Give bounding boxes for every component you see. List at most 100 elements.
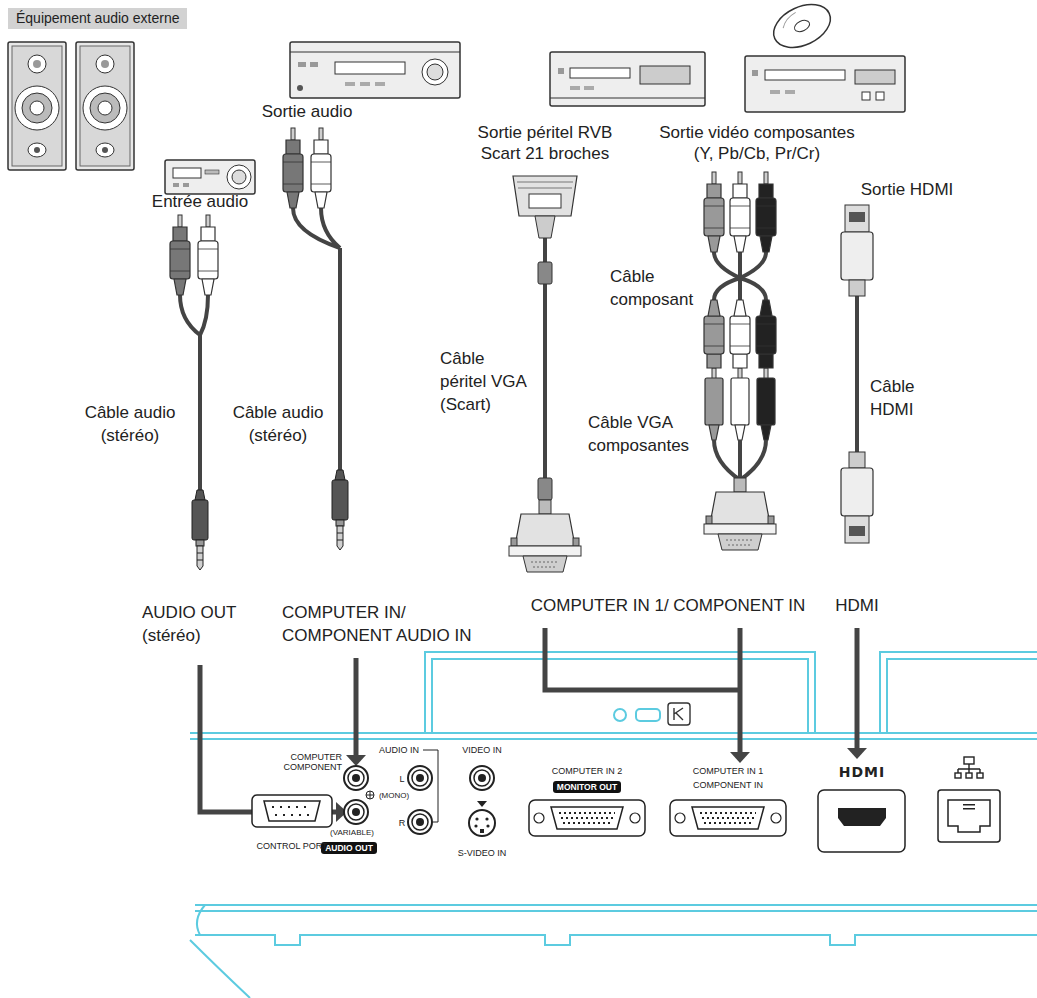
s-video-port <box>485 817 488 820</box>
video-recorder <box>335 62 405 74</box>
lan-port <box>938 790 1000 842</box>
dvd-player <box>779 12 799 28</box>
dvd-player <box>793 18 812 34</box>
component-cable <box>704 172 776 550</box>
component-cable <box>714 252 766 278</box>
component-cable <box>705 378 723 425</box>
component-cable <box>704 172 724 252</box>
audio-cable <box>283 128 303 208</box>
s-video-port <box>474 824 477 827</box>
satellite-receiver <box>570 68 630 78</box>
amplifier <box>173 183 179 187</box>
panel-label: AUDIO IN <box>379 745 419 755</box>
scart-cable <box>509 500 581 572</box>
component-cable <box>704 300 724 380</box>
dvd-player <box>855 70 895 84</box>
audio-jack <box>408 766 432 790</box>
projector-outline <box>432 659 1037 733</box>
mono-symbol <box>366 791 374 799</box>
satellite-receiver <box>640 66 690 84</box>
lan-icon <box>955 773 961 778</box>
security-icons <box>614 703 690 725</box>
projector-outline <box>195 905 1037 911</box>
amplifier <box>183 183 189 187</box>
component-cable <box>714 278 766 300</box>
dvd-player <box>767 0 837 56</box>
component-cable <box>730 300 750 380</box>
speaker <box>8 42 66 170</box>
hdmi-cable <box>849 212 865 222</box>
control-port <box>264 801 320 821</box>
speaker <box>80 46 130 166</box>
hdmi-cable <box>841 205 873 543</box>
scart-cable <box>513 176 577 238</box>
arrow-head <box>346 755 366 766</box>
projector-outline <box>195 935 1037 945</box>
device-label: Sortie audio <box>262 101 353 124</box>
panel-label: COMPUTER IN 1 <box>693 766 764 776</box>
video-recorder <box>427 64 443 80</box>
speaker <box>15 86 59 130</box>
speaker <box>98 101 112 115</box>
security-icons <box>668 703 690 725</box>
connection-arrow <box>738 628 743 754</box>
hdmi-port <box>818 790 905 852</box>
video-recorder <box>310 62 318 67</box>
box-text: MONITOR OUT <box>557 782 617 792</box>
projector-outline <box>190 652 1037 998</box>
video-jack <box>470 766 494 790</box>
scart-cable <box>538 478 552 500</box>
lan-icon <box>964 757 974 764</box>
control-port <box>252 795 332 827</box>
panel-label: S-VIDEO IN <box>458 848 507 858</box>
speaker <box>76 42 134 170</box>
amplifier <box>165 160 255 194</box>
amplifier <box>232 170 246 184</box>
projector-outline <box>197 905 205 935</box>
component-cable <box>704 478 776 550</box>
lan-icon <box>958 764 980 773</box>
speaker <box>96 55 114 73</box>
speaker <box>22 93 52 123</box>
heading-box: Équipement audio externe <box>8 8 187 29</box>
device-label: Sortie HDMI <box>861 179 954 202</box>
component-cable <box>756 172 776 252</box>
speaker <box>28 55 46 73</box>
control-port <box>252 795 332 827</box>
panel-label: CONTROL PORT <box>256 841 327 851</box>
s-video-port <box>469 810 495 836</box>
panel-label: COMPUTER IN 2 <box>552 766 623 776</box>
lan-port <box>948 800 990 832</box>
projector-outline <box>190 733 1037 739</box>
arrow-head <box>847 748 867 759</box>
device-label: Sortie vidéo composantes (Y, Pb/Cb, Pr/C… <box>652 122 862 165</box>
security-icons <box>636 709 660 721</box>
component-cable <box>757 378 775 425</box>
port-label: AUDIO OUT (stéréo) <box>142 602 254 648</box>
audio-jack <box>344 766 368 790</box>
panel-label: R <box>399 818 406 828</box>
hdmi-port <box>818 790 905 852</box>
cable-label: Câble péritel VGA (Scart) <box>440 348 531 417</box>
dvd-player <box>862 92 870 100</box>
lan-icon <box>966 773 972 778</box>
video-recorder <box>290 52 460 53</box>
s-video-port <box>475 817 478 820</box>
panel-label: VIDEO IN <box>462 745 502 755</box>
port-tag: MONITOR OUT <box>553 781 621 793</box>
hdmi-port <box>838 808 886 826</box>
device-label: Sortie péritel RVB Scart 21 broches <box>465 122 625 165</box>
scart-cable <box>538 262 552 284</box>
device-label: Entrée audio <box>152 191 248 214</box>
port-label: COMPUTER IN/ COMPONENT AUDIO IN <box>282 602 482 648</box>
video-recorder <box>290 42 460 98</box>
box-text: Équipement audio externe <box>16 10 179 27</box>
marker <box>477 801 487 807</box>
satellite-receiver <box>550 52 705 106</box>
cable-label: Câble composant <box>610 266 700 312</box>
speaker <box>33 60 41 68</box>
arrow-head <box>730 752 750 763</box>
hdmi-cable <box>849 280 865 296</box>
video-recorder <box>375 82 385 86</box>
projector-outline <box>190 940 250 998</box>
